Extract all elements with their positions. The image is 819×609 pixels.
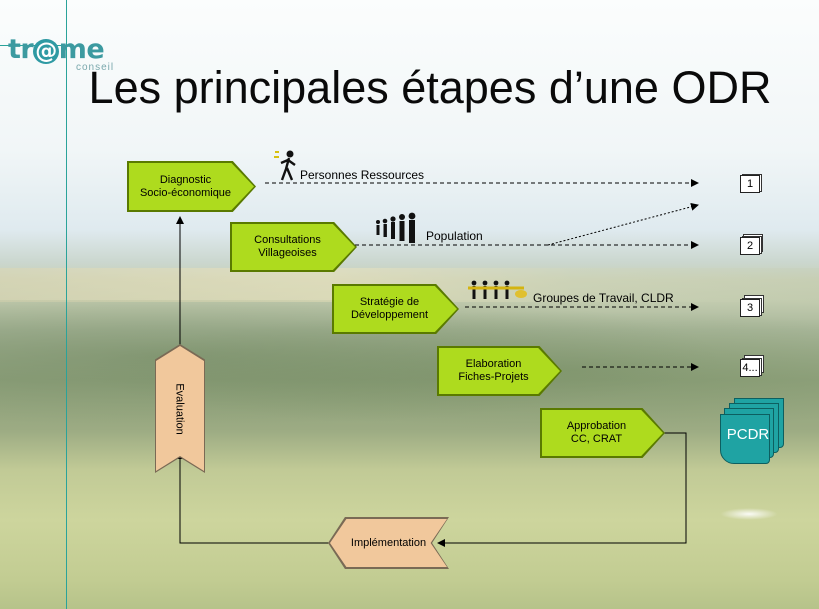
resource-groupes: Groupes de Travail, CLDR — [533, 291, 674, 305]
step-elaboration-line1: Elaboration — [465, 358, 522, 370]
logo: tr@me — [8, 34, 105, 65]
resource-population: Population — [426, 229, 483, 243]
pcdr-label: PCDR — [726, 426, 770, 443]
document-3-label: 3 — [740, 299, 760, 317]
flower-patch — [720, 508, 778, 520]
logo-at-mark: @ — [33, 39, 59, 64]
evaluation-label: Evaluation — [174, 382, 186, 435]
logo-subtitle: conseil — [76, 62, 115, 73]
step-diagnostic-line1: Diagnostic — [159, 173, 212, 186]
working-group-icon — [468, 280, 527, 299]
evaluation-shape — [156, 346, 204, 471]
implementation-label: Implémentation — [350, 537, 427, 549]
horizontal-accent-line — [0, 45, 66, 46]
step-consultations-line1: Consultations — [254, 234, 321, 246]
vertical-accent-line — [66, 0, 67, 609]
step-approbation-line2: CC, CRAT — [570, 433, 623, 445]
people-group-icon — [376, 212, 416, 243]
document-1: 1 — [738, 174, 762, 193]
step-elaboration-line2: Fiches-Projets — [458, 371, 529, 383]
step-diagnostic-line2: Socio-économique — [139, 186, 232, 199]
arrow-consultation-up — [547, 202, 699, 246]
step-approbation-line1: Approbation — [566, 420, 627, 432]
document-4-label: 4... — [740, 359, 760, 377]
document-3: 3 — [738, 295, 764, 317]
document-4: 4... — [738, 355, 764, 377]
implementation-box: Implémentation — [330, 519, 447, 567]
person-walking-icon — [274, 150, 296, 181]
resource-personnes: Personnes Ressources — [300, 168, 425, 182]
step-consultations-line2: Villageoises — [258, 247, 317, 259]
arrow-approbation-implementation — [437, 432, 687, 547]
arrow-implementation-evaluation — [176, 451, 330, 544]
evaluation-box: Evaluation — [156, 346, 204, 471]
document-1-label: 1 — [740, 175, 760, 193]
step-strategie-line2: Développement — [350, 309, 429, 321]
slide-title: Les principales étapes d’une ODR — [88, 62, 772, 113]
document-2: 2 — [738, 234, 763, 255]
step-strategie-line1: Stratégie de — [359, 296, 420, 308]
document-stack-icon: PCDR — [720, 398, 786, 468]
document-2-label: 2 — [740, 237, 760, 255]
